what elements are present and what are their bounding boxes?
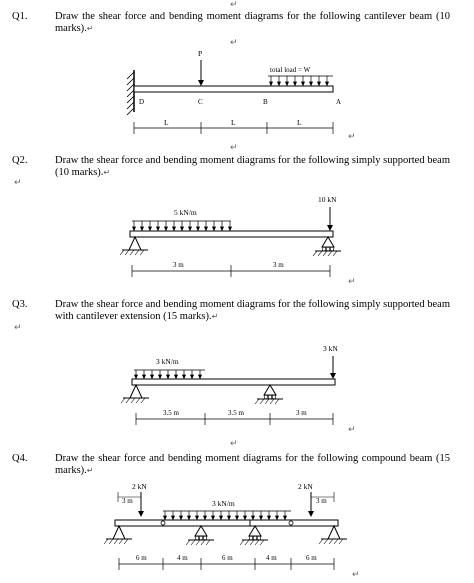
q2-span-2: 3 m — [273, 261, 284, 269]
q4-span-2: 4 m — [177, 554, 188, 562]
q3-pin-support-left — [129, 383, 143, 399]
question-2: Q2. Draw the shear force and bending mom… — [0, 145, 474, 290]
question-1: Q1. Draw the shear force and bending mom… — [0, 0, 474, 145]
return-mark-icon: ↵ — [14, 178, 22, 188]
q4-offset-right-label: 3 m — [316, 497, 327, 505]
q4-load-right-label: 2 kN — [298, 482, 313, 491]
q2-span-1: 3 m — [173, 261, 184, 269]
q4-compound-beam-diagram: 2 kN 3 m 2 kN 3 m 3 kN/m — [103, 482, 347, 570]
q3-udl-arrows — [133, 370, 203, 380]
return-mark-icon: ↵ — [211, 312, 219, 321]
q1-point-c: C — [198, 98, 203, 106]
q4-text-body: Draw the shear force and bending moment … — [55, 453, 450, 476]
q1-text: Draw the shear force and bending moment … — [55, 11, 450, 35]
q1-wall-hatch — [126, 71, 135, 116]
q4-dimension-line — [118, 558, 335, 570]
return-mark-icon: ↵ — [86, 24, 94, 33]
q1-load-label: P — [198, 49, 202, 58]
q4-span-3: 6 m — [222, 554, 233, 562]
q3-roller-support-mid — [263, 384, 277, 396]
q1-span-2: L — [231, 118, 236, 127]
q4-udl-arrows — [162, 511, 288, 521]
return-mark-icon: ↵ — [230, 38, 238, 48]
q2-roller-support-right — [321, 236, 335, 248]
q3-span-2: 3.5 m — [228, 409, 245, 417]
q4-beam-right — [249, 519, 339, 527]
q3-text-body: Draw the shear force and bending moment … — [55, 299, 450, 322]
q2-point-load-label: 10 kN — [318, 195, 337, 204]
question-3: Q3. Draw the shear force and bending mom… — [0, 290, 474, 440]
q2-pin-support-left — [128, 235, 142, 251]
q4-span-4: 4 m — [266, 554, 277, 562]
q4-number: Q4. — [12, 453, 28, 464]
q3-udl-label: 3 kN/m — [156, 357, 179, 366]
q1-dist-load-arrows — [268, 76, 330, 87]
q1-span-1: L — [164, 118, 169, 127]
q3-overhang-diagram: 3 kN/m 3 kN — [120, 344, 338, 425]
q4-udl-label: 3 kN/m — [212, 499, 235, 508]
q3-number: Q3. — [12, 299, 28, 310]
q1-dist-load-label: total load = W — [270, 66, 311, 74]
return-mark-icon: ↵ — [86, 466, 94, 475]
q2-number: Q2. — [12, 155, 28, 166]
q4-hinge-right — [288, 520, 294, 526]
q4-span-1: 6 m — [136, 554, 147, 562]
question-4: Q4. Draw the shear force and bending mom… — [0, 440, 474, 583]
return-mark-icon: ↵ — [348, 132, 356, 142]
q3-span-3: 3 m — [296, 409, 307, 417]
q4-roller-support-3 — [248, 525, 262, 537]
q4-text: Draw the shear force and bending moment … — [55, 453, 450, 477]
q3-point-load-label: 3 kN — [323, 344, 338, 353]
q4-offset-left-label: 3 m — [122, 497, 133, 505]
q2-udl-arrows — [131, 221, 233, 232]
return-mark-icon: ↵ — [348, 425, 356, 435]
q2-udl-label: 5 kN/m — [174, 208, 197, 217]
q1-dimension-line — [133, 122, 334, 134]
q4-span-5: 6 m — [306, 554, 317, 562]
q1-span-3: L — [297, 118, 302, 127]
return-mark-icon: ↵ — [14, 323, 22, 333]
q1-cantilever-diagram: P total load = W D C B A L L L — [126, 49, 341, 134]
q1-text-body: Draw the shear force and bending moment … — [55, 11, 450, 34]
q4-load-left-label: 2 kN — [132, 482, 147, 491]
q1-point-d: D — [139, 98, 144, 106]
q2-dimension-line — [131, 265, 331, 277]
q4-pin-support-4 — [327, 524, 341, 540]
q4-hinge-left — [160, 520, 166, 526]
return-mark-icon: ↵ — [230, 143, 238, 153]
return-mark-icon: ↵ — [230, 439, 238, 449]
q4-pin-support-1 — [112, 524, 126, 540]
q3-span-1: 3.5 m — [163, 409, 180, 417]
q2-text-body: Draw the shear force and bending moment … — [55, 155, 450, 178]
q4-roller-support-2 — [194, 525, 208, 537]
return-mark-icon: ↵ — [103, 168, 111, 177]
q3-beam — [131, 378, 336, 386]
q1-beam — [133, 85, 334, 93]
q2-text: Draw the shear force and bending moment … — [55, 155, 450, 179]
return-mark-icon: ↵ — [230, 0, 238, 10]
q2-beam — [129, 230, 334, 238]
q3-text: Draw the shear force and bending moment … — [55, 299, 450, 323]
q1-point-a: A — [336, 98, 341, 106]
q1-number: Q1. — [12, 11, 28, 22]
q3-dimension-line — [135, 413, 334, 425]
return-mark-icon: ↵ — [352, 570, 360, 580]
q2-simply-supported-diagram: 5 kN/m 10 kN — [119, 195, 341, 277]
return-mark-icon: ↵ — [348, 277, 356, 287]
q1-point-b: B — [263, 98, 268, 106]
